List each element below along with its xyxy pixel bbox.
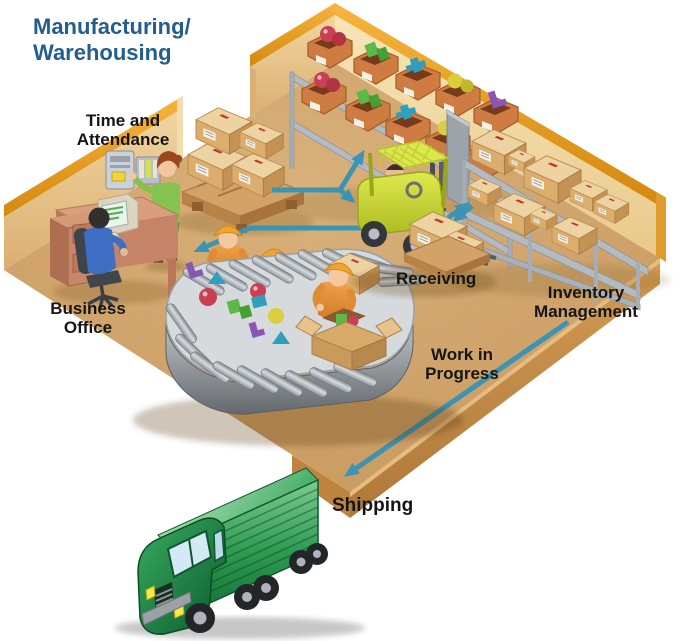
open-box <box>295 308 403 371</box>
inventory-shelving <box>446 109 670 311</box>
left-wall-trim <box>4 95 183 217</box>
flow-arrows <box>193 149 570 477</box>
doorway-jamb <box>177 95 183 162</box>
arrow-to-conveyor <box>193 225 410 253</box>
forklift <box>352 140 497 297</box>
diagram-title: Manufacturing/ Warehousing <box>33 14 191 65</box>
time-clock <box>105 150 161 190</box>
shipping-truck <box>115 467 365 639</box>
conveyor-work-area <box>133 226 463 446</box>
left-wall <box>4 107 183 270</box>
dock-edge <box>350 258 660 518</box>
arrow-to-receiving <box>338 188 356 204</box>
business-office <box>50 151 186 309</box>
belt-parts <box>185 261 290 344</box>
arrow-exchange-down <box>452 204 474 223</box>
pallet-boxes <box>174 107 314 235</box>
office-worker <box>73 207 128 309</box>
right-wall-endcap <box>656 191 666 262</box>
arrow-to-shipping <box>343 319 570 477</box>
